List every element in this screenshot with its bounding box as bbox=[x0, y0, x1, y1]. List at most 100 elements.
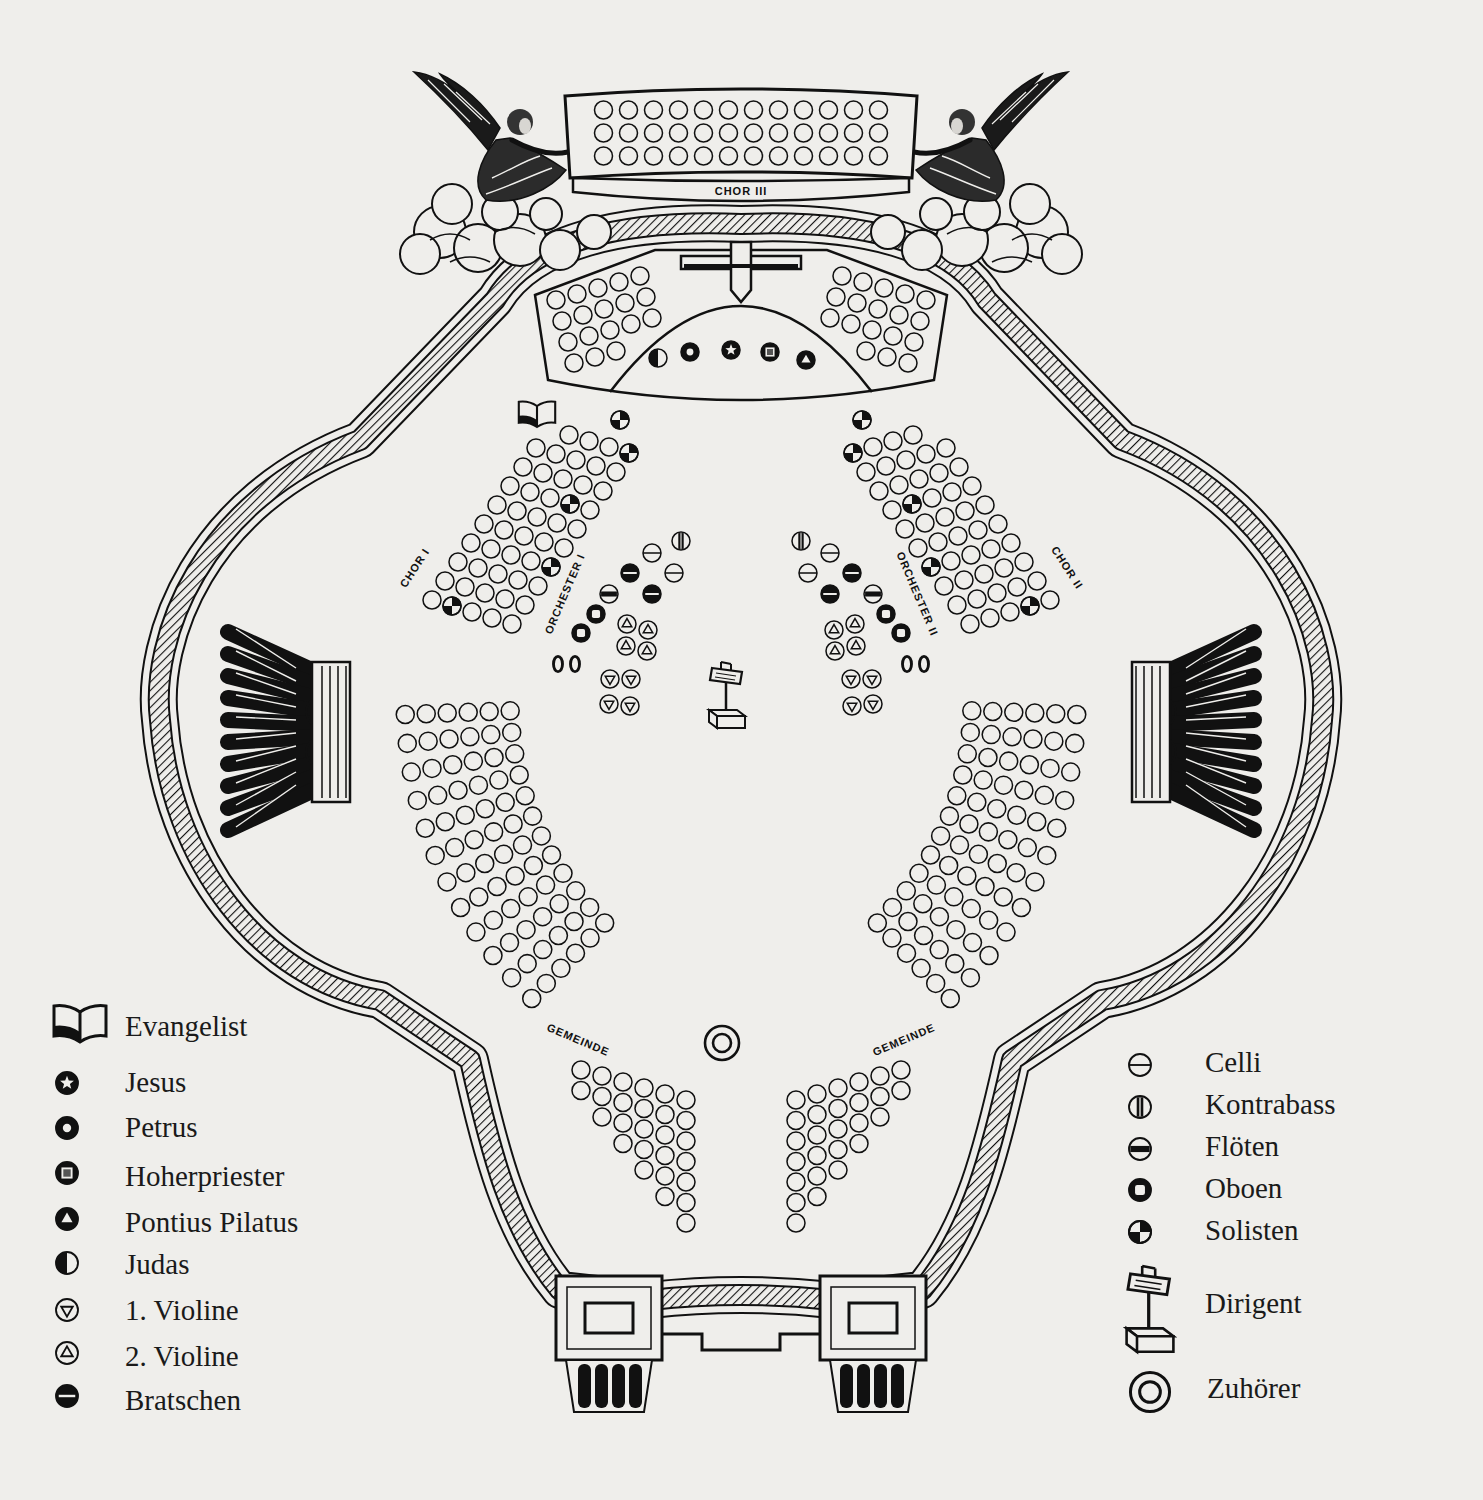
seat-symbol bbox=[476, 800, 494, 818]
symbol-mark bbox=[61, 1346, 72, 1356]
seat-symbol bbox=[745, 124, 763, 142]
seat-symbol bbox=[884, 327, 902, 345]
solist-symbol bbox=[443, 597, 461, 615]
symbol-ring bbox=[1129, 1096, 1151, 1118]
seat-symbol bbox=[897, 451, 915, 469]
seat-symbol bbox=[787, 1112, 805, 1130]
seat-symbol bbox=[594, 482, 612, 500]
seat-symbol bbox=[496, 590, 514, 608]
staff-lines bbox=[715, 673, 736, 680]
seat-symbol bbox=[607, 342, 625, 360]
seat-symbol bbox=[506, 745, 524, 763]
seat-symbol bbox=[820, 124, 838, 142]
symbol-ring bbox=[787, 1091, 805, 1109]
symbol-ring bbox=[475, 515, 493, 533]
symbol-ring bbox=[681, 343, 699, 361]
pipe-highlight bbox=[236, 733, 296, 739]
seat-symbol bbox=[622, 315, 640, 333]
legend-label: Dirigent bbox=[1205, 1285, 1302, 1321]
symbol-mark bbox=[725, 344, 736, 355]
symbol-ring bbox=[440, 730, 458, 748]
symbol-ring bbox=[595, 147, 613, 165]
symbol-mark bbox=[850, 619, 859, 627]
symbol-ring bbox=[945, 888, 963, 906]
seat-symbol bbox=[607, 463, 625, 481]
symbol-mark bbox=[571, 656, 580, 671]
seat-symbol bbox=[927, 876, 945, 894]
seating-symbols bbox=[54, 101, 1254, 1412]
symbol-ring bbox=[1041, 759, 1059, 777]
seat-symbol bbox=[503, 615, 521, 633]
seat-symbol bbox=[522, 552, 540, 570]
seat-symbol bbox=[1008, 806, 1026, 824]
symbol-ring bbox=[821, 585, 839, 603]
legend-label: Kontrabass bbox=[1205, 1086, 1335, 1122]
seat-symbol bbox=[554, 470, 572, 488]
seat-symbol bbox=[593, 1108, 611, 1126]
pipe-highlight bbox=[236, 695, 296, 707]
seat-symbol bbox=[981, 609, 999, 627]
seat-symbol bbox=[892, 1082, 910, 1100]
symbol-ring bbox=[917, 291, 935, 309]
seat-symbol bbox=[547, 291, 565, 309]
seat-symbol bbox=[979, 748, 997, 766]
seat-symbol bbox=[883, 929, 901, 947]
symbol-ring bbox=[960, 815, 978, 833]
symbol-ring bbox=[917, 445, 935, 463]
symbol-ring bbox=[884, 327, 902, 345]
seat-symbol bbox=[524, 807, 542, 825]
seat-symbol bbox=[484, 911, 502, 929]
solist-symbol bbox=[620, 444, 638, 462]
symbol-ring bbox=[656, 1147, 674, 1165]
seat-symbol bbox=[898, 944, 916, 962]
symbol-ring bbox=[988, 584, 1006, 602]
seat-symbol bbox=[677, 1214, 695, 1232]
symbol-ring bbox=[1048, 819, 1066, 837]
seat-symbol bbox=[593, 1088, 611, 1106]
symbol-ring bbox=[470, 888, 488, 906]
symbol-ring bbox=[930, 908, 948, 926]
seat-symbol bbox=[787, 1173, 805, 1191]
seat-symbol bbox=[593, 1067, 611, 1085]
symbol-ring bbox=[795, 147, 813, 165]
seat-symbol bbox=[560, 426, 578, 444]
symbol-mark bbox=[766, 348, 774, 356]
seat-symbol bbox=[912, 959, 930, 977]
symbol-ring bbox=[566, 944, 584, 962]
symbol-ring bbox=[870, 101, 888, 119]
symbol-ring bbox=[850, 1114, 868, 1132]
seat-symbol bbox=[937, 439, 955, 457]
symbol-ring bbox=[826, 642, 844, 660]
seat-symbol bbox=[720, 147, 738, 165]
seat-symbol bbox=[446, 839, 464, 857]
symbol-ring bbox=[56, 1117, 78, 1139]
symbol-ring bbox=[877, 457, 895, 475]
seat-symbol bbox=[917, 291, 935, 309]
seat-symbol bbox=[581, 898, 599, 916]
seat-symbol bbox=[935, 577, 953, 595]
v2-symbol bbox=[847, 637, 865, 655]
seat-symbol bbox=[1047, 705, 1065, 723]
seat-symbol bbox=[1045, 732, 1063, 750]
seat-symbol bbox=[1056, 791, 1074, 809]
symbol-ring bbox=[572, 1061, 590, 1079]
symbol-ring bbox=[611, 411, 629, 429]
symbol-mark bbox=[1135, 1185, 1145, 1195]
symbol-ring bbox=[1012, 899, 1030, 917]
v1-symbol bbox=[601, 670, 619, 688]
symbol-ring bbox=[958, 745, 976, 763]
seat-symbol bbox=[848, 294, 866, 312]
symbol-ring bbox=[827, 288, 845, 306]
v2-symbol bbox=[846, 615, 864, 633]
symbol-ring bbox=[982, 726, 1000, 744]
symbol-ring bbox=[476, 584, 494, 602]
symbol-ring bbox=[870, 147, 888, 165]
staff-lines bbox=[1134, 1280, 1161, 1289]
floete-symbol bbox=[1129, 1138, 1151, 1160]
seat-symbol bbox=[982, 540, 1000, 558]
symbol-ring bbox=[846, 615, 864, 633]
seat-symbol bbox=[568, 520, 586, 538]
symbol-ring bbox=[847, 637, 865, 655]
symbol-ring bbox=[537, 876, 555, 894]
seat-symbol bbox=[589, 279, 607, 297]
